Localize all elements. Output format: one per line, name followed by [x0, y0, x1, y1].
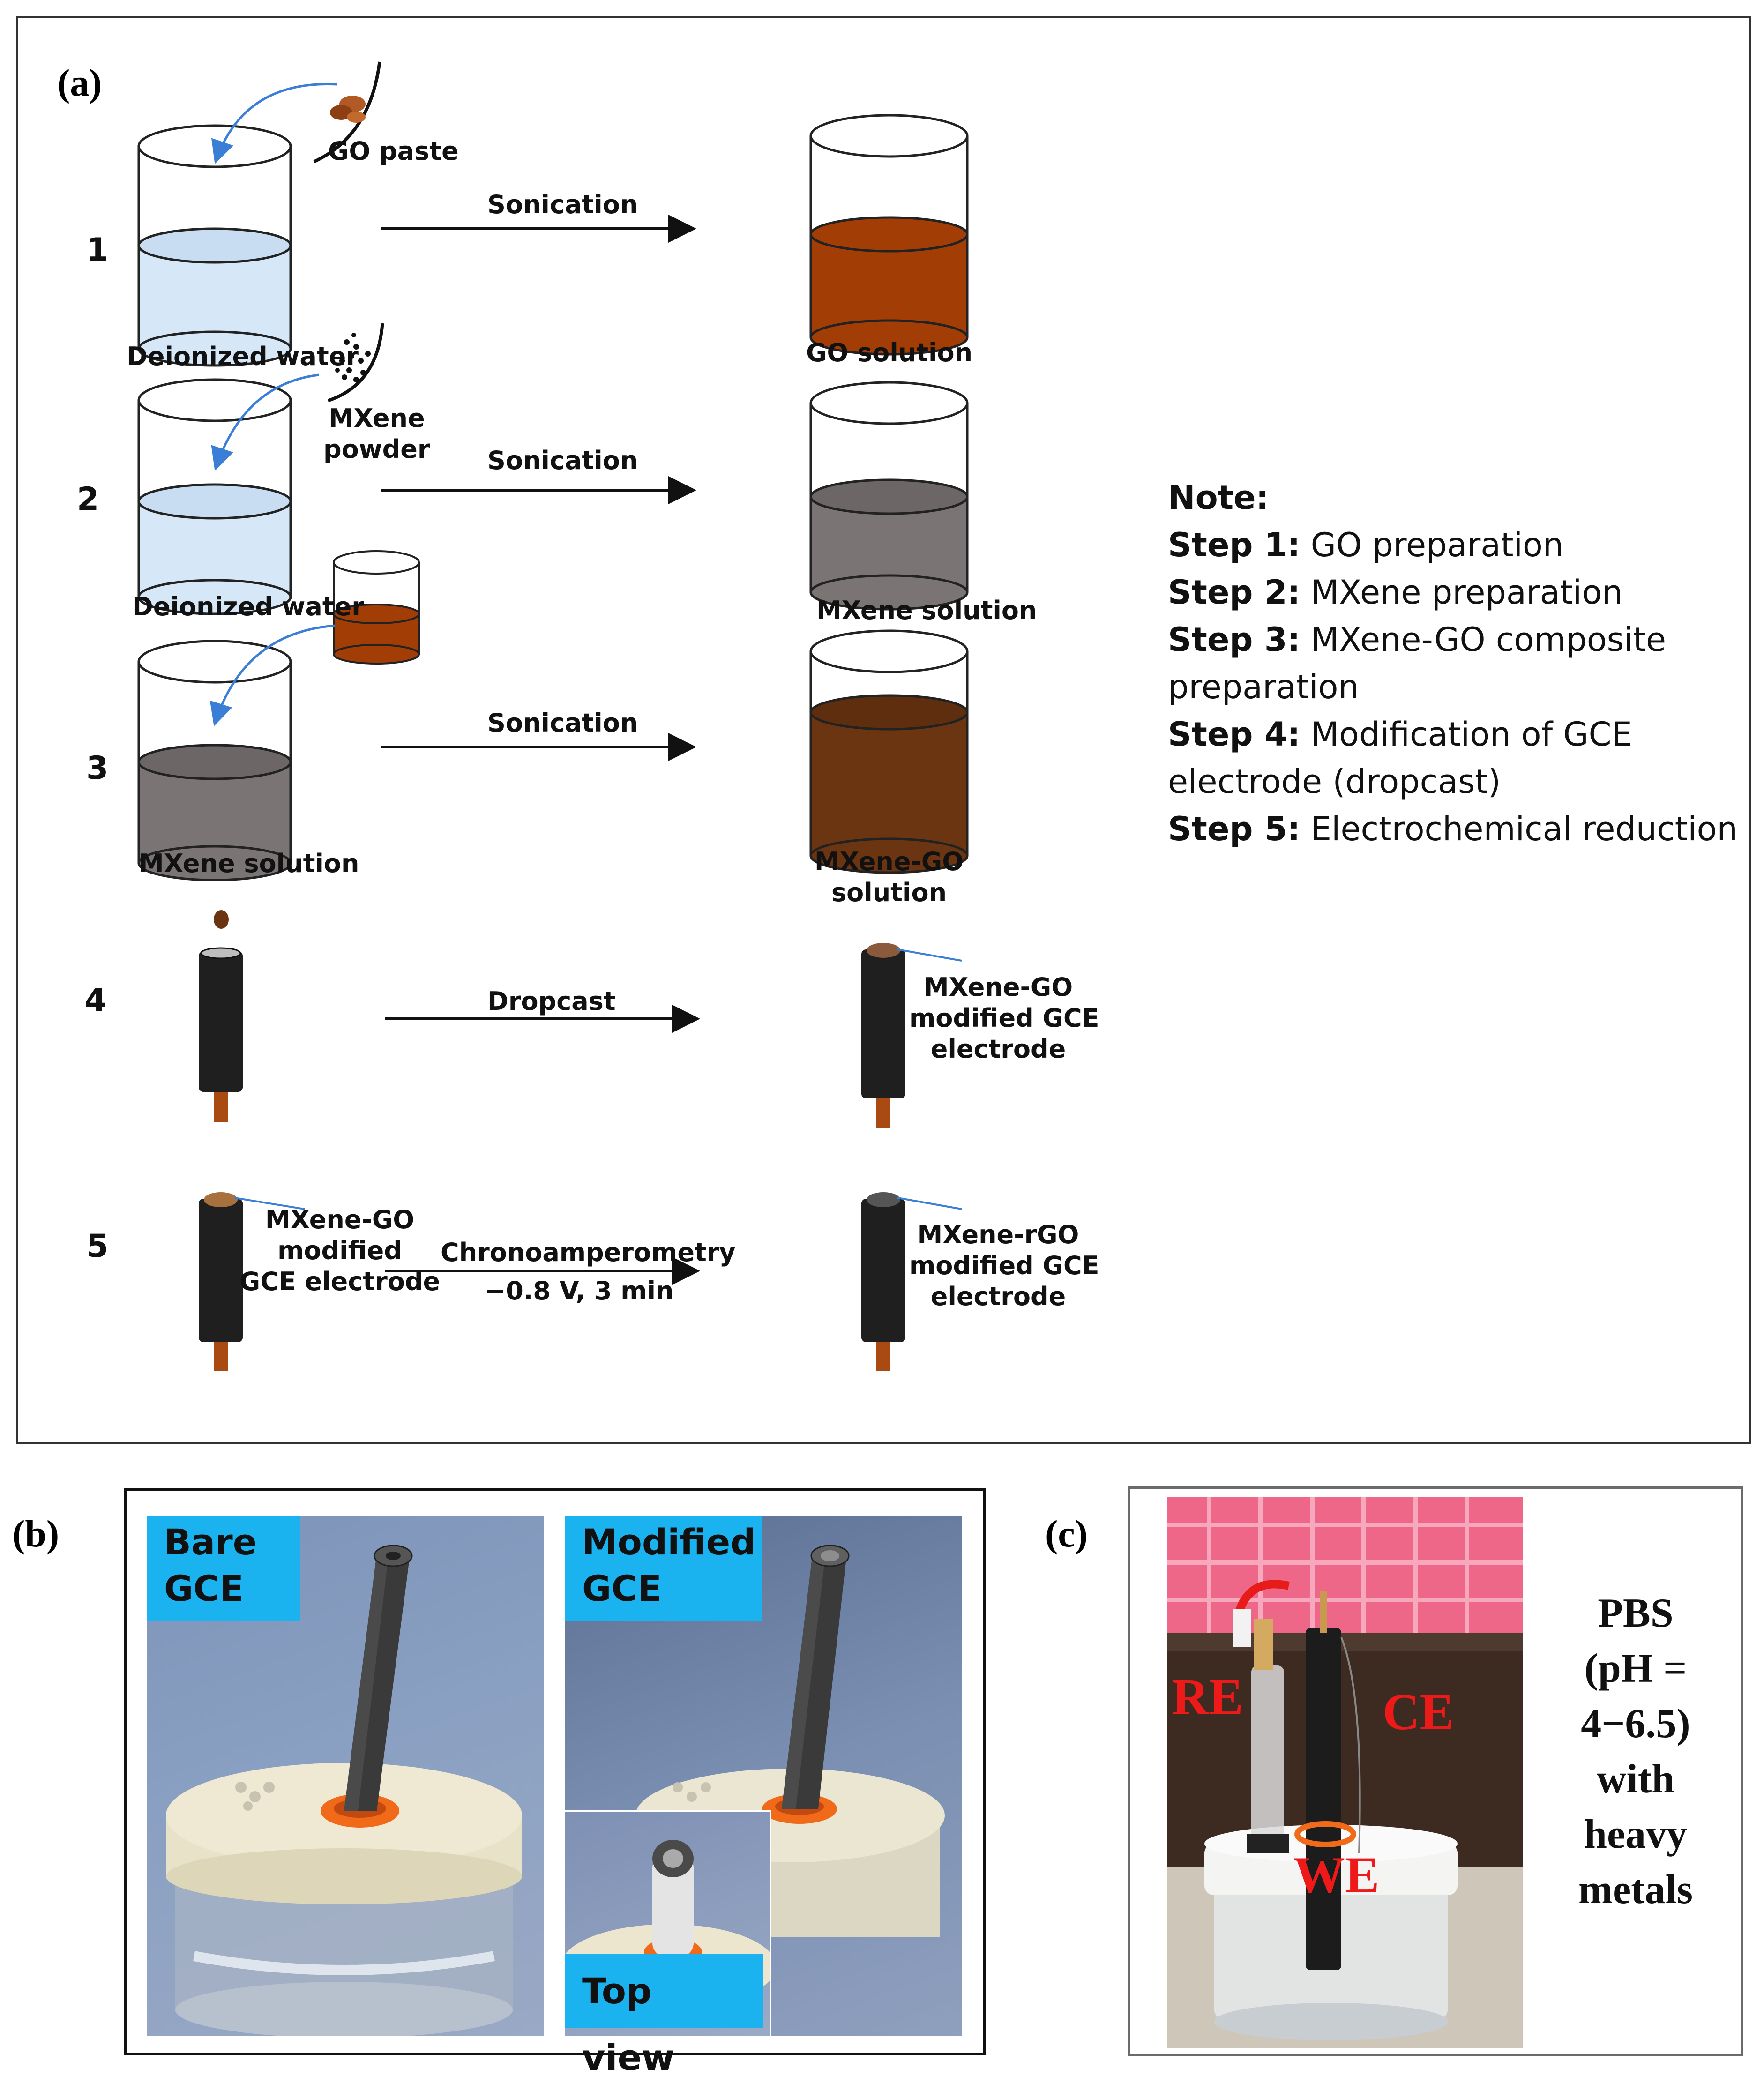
pbs-description: PBS (pH = 4−6.5) with heavy metals: [1578, 1591, 1693, 1912]
photo-electrochemical-cell: [1167, 1497, 1523, 2048]
step-number-4: 4: [84, 982, 107, 1019]
electrode-mxene-go-5: [199, 1192, 305, 1371]
spatula-go-paste: [313, 61, 381, 164]
note-title: Note:: [1168, 478, 1269, 517]
label-mxene-powder: MXene powder: [323, 403, 430, 464]
note-step-5: Step 5: Electrochemical reduction: [1168, 810, 1738, 848]
label-we: WE: [1293, 1846, 1380, 1904]
arrow-label-sonication-3: Sonication: [487, 708, 638, 738]
label-mxene-solution: MXene solution: [816, 596, 1037, 625]
label-mxene-solution-3: MXene solution: [139, 849, 359, 878]
note-block: Note: Step 1: GO preparation Step 2: MXe…: [1168, 474, 1738, 853]
electrode-bare-4: [199, 910, 243, 1122]
beaker-go-solution: [809, 114, 969, 356]
spatula-mxene-powder: [327, 323, 384, 403]
panel-a-diagram: [137, 61, 969, 1371]
beaker-mxene-solution-3: [137, 640, 292, 881]
label-mxene-go-modified-gce: MXene-GO modified GCE electrode: [909, 972, 1099, 1064]
pour-arrow-1: [211, 82, 338, 164]
panel-a-frame: [16, 16, 1751, 1444]
note-step-4: Step 4: Modification of GCE: [1168, 715, 1632, 754]
panel-c-frame: [1128, 1486, 1743, 2056]
cell-illustration: [1167, 1497, 1523, 2048]
step-number-1: 1: [86, 232, 109, 269]
label-mxene-rgo-modified-gce: MXene-rGO modified GCE electrode: [909, 1220, 1099, 1311]
electrode-mxene-go: [861, 943, 962, 1128]
pour-arrow-3: [209, 624, 336, 726]
beaker-deionized-water-2: [137, 378, 292, 615]
beaker-deionized-water-1: [137, 124, 292, 367]
panel-a-label: (a): [57, 61, 102, 104]
label-mxene-go-modified-gce-5: MXene-GO modified GCE electrode: [239, 1205, 441, 1296]
panel-b-frame: [124, 1488, 986, 2055]
note-step-4-cont: electrode (dropcast): [1168, 762, 1501, 801]
pour-arrow-2: [211, 373, 319, 471]
step-number-5: 5: [86, 1228, 109, 1265]
arrow-label-sonication-2: Sonication: [487, 446, 638, 475]
note-step-2: Step 2: MXene preparation: [1168, 573, 1623, 612]
tag-modified-gce: Modified GCE: [565, 1516, 762, 1621]
label-ce: CE: [1383, 1683, 1454, 1740]
bare-gce-illustration: [166, 1545, 522, 2036]
note-step-3: Step 3: MXene-GO composite: [1168, 620, 1667, 659]
label-deionized-water-1: Deionized water: [127, 342, 359, 371]
beaker-mxene-solution: [809, 381, 969, 611]
note-step-3-cont: preparation: [1168, 668, 1359, 706]
beaker-mxene-go-solution: [809, 629, 969, 874]
arrow-label-sonication-1: Sonication: [487, 190, 638, 219]
step-number-3: 3: [86, 750, 109, 787]
small-beaker-go: [333, 550, 420, 665]
electrode-mxene-rgo: [861, 1192, 962, 1371]
note-step-1: Step 1: GO preparation: [1168, 526, 1564, 564]
label-mxene-go-solution: MXene-GO solution: [814, 847, 964, 907]
tag-top-view: Top view: [565, 1954, 763, 2078]
label-re: RE: [1172, 1668, 1243, 1725]
arrow-label-chronoamperometry: Chronoamperometry: [441, 1238, 736, 1267]
label-go-solution: GO solution: [806, 338, 973, 367]
panel-b-label: (b): [12, 1512, 60, 1555]
arrow-label-potential-time: −0.8 V, 3 min: [485, 1276, 674, 1306]
arrow-label-dropcast: Dropcast: [487, 986, 616, 1016]
panel-c-label: (c): [1045, 1512, 1088, 1555]
label-go-paste: GO paste: [328, 136, 459, 166]
tag-bare-gce: Bare GCE: [147, 1516, 300, 1621]
step-number-2: 2: [77, 481, 99, 518]
label-deionized-water-2: Deionized water: [132, 592, 364, 621]
